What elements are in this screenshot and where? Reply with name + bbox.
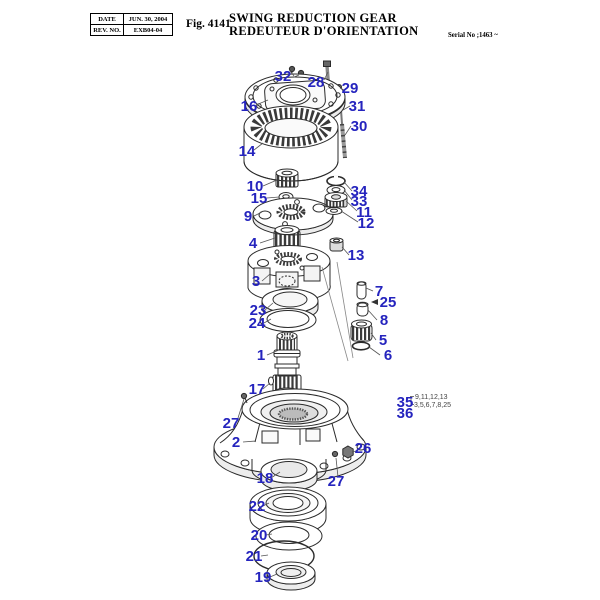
- callout-33: 33: [351, 193, 368, 210]
- callout-13: 13: [348, 247, 365, 264]
- callout-labels: 32 28 29 16 31 30 14 10 15 9 34 33 11 12…: [223, 68, 451, 586]
- part-ring-gear-14-icon: [243, 105, 339, 182]
- page-title-fr: REDEUTEUR D'ORIENTATION: [229, 24, 419, 38]
- part-oring-6-icon: [351, 341, 371, 351]
- callout-27-left: 27: [223, 415, 240, 432]
- callout-19: 19: [255, 569, 272, 586]
- projection-lines: [321, 261, 354, 362]
- callout-22: 22: [249, 498, 266, 515]
- part-arrow-25-icon: [371, 299, 378, 305]
- callout-36: 36: [397, 405, 414, 422]
- part-bushing-13-icon: [329, 237, 344, 252]
- page-title-en: SWING REDUCTION GEAR: [229, 11, 397, 25]
- callout-34: 34: [351, 183, 368, 200]
- callout-28: 28: [308, 74, 325, 91]
- callout-11: 11: [356, 204, 372, 221]
- leader-lines: [237, 70, 414, 578]
- callout-2: 2: [232, 434, 240, 451]
- callout-15: 15: [251, 190, 268, 207]
- date-value: JUN. 30, 2004: [123, 13, 173, 25]
- callout-17: 17: [249, 381, 266, 398]
- part-coupling-5-icon: [350, 319, 373, 342]
- part-pin-27-right-icon: [331, 450, 339, 458]
- table-row: DATE JUN. 30, 2004: [90, 13, 173, 25]
- kit-note-36: 3,5,6,7,8,25: [414, 402, 451, 409]
- part-ring-18-icon: [260, 458, 318, 492]
- callout-26: 26: [355, 440, 372, 457]
- kit-note-35: 9,11,12,13: [415, 394, 448, 401]
- callout-35: 35: [397, 394, 414, 411]
- rev-label: REV. NO.: [90, 24, 124, 36]
- callout-10: 10: [247, 178, 264, 195]
- callout-27-right: 27: [328, 473, 345, 490]
- serial-number: Serial No ;1463 ~: [448, 32, 498, 39]
- figure-number: Fig. 4141: [186, 18, 231, 30]
- part-bushing-8-icon: [356, 301, 369, 317]
- part-pin-7-icon: [356, 281, 367, 300]
- callout-9: 9: [244, 208, 252, 225]
- part-plate-9-icon: [252, 197, 334, 236]
- part-seal-19-icon: [266, 561, 316, 591]
- table-row: REV. NO. EXB04-04: [90, 24, 173, 36]
- callout-6: 6: [384, 347, 392, 364]
- callout-14: 14: [239, 143, 256, 160]
- callout-23: 23: [250, 302, 267, 319]
- callout-18: 18: [257, 470, 274, 487]
- callout-1: 1: [257, 347, 265, 364]
- callout-7: 7: [375, 283, 383, 300]
- part-washer-20-icon: [255, 521, 323, 551]
- part-snap-ring-34-icon: [326, 175, 346, 187]
- part-splined-gear-4-icon: [273, 225, 301, 256]
- callout-4: 4: [249, 235, 258, 252]
- callout-25: 25: [380, 294, 397, 311]
- callout-3: 3: [252, 273, 260, 290]
- callout-31: 31: [349, 98, 366, 115]
- callout-12: 12: [358, 215, 375, 232]
- callout-16: 16: [241, 98, 258, 115]
- part-nut-26-icon: [342, 445, 354, 459]
- callout-30: 30: [351, 118, 368, 135]
- part-housing-2-icon: [213, 388, 367, 485]
- callout-32: 32: [275, 68, 292, 85]
- callout-21: 21: [246, 548, 263, 565]
- callout-5: 5: [379, 332, 387, 349]
- part-ring-24-icon: [259, 308, 317, 332]
- callout-24: 24: [249, 315, 266, 332]
- rev-value: EXB04-04: [123, 24, 173, 36]
- callout-29: 29: [342, 80, 359, 97]
- revision-table: DATE JUN. 30, 2004 REV. NO. EXB04-04: [90, 13, 173, 36]
- callout-8: 8: [380, 312, 388, 329]
- callout-20: 20: [251, 527, 268, 544]
- date-label: DATE: [90, 13, 124, 25]
- part-washer-12-icon: [325, 207, 343, 215]
- part-pin-27-left-icon: [240, 392, 248, 404]
- part-gear-11-icon: [324, 192, 348, 208]
